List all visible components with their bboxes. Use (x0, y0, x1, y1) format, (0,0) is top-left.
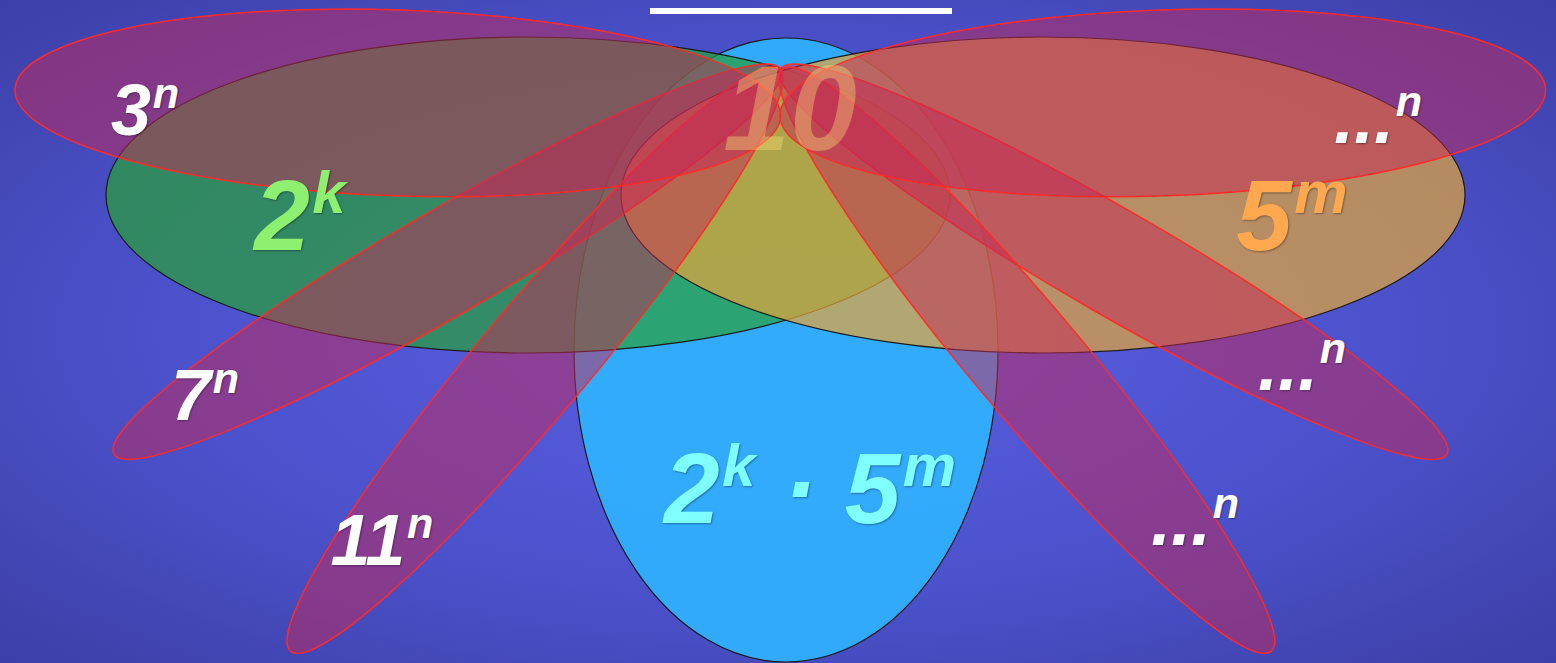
exponent: n (213, 357, 239, 400)
power-label: 3n (111, 74, 179, 146)
ellipse-outline (780, 9, 1546, 197)
power-label: ...n (1258, 329, 1346, 401)
base-number: ... (1258, 329, 1318, 401)
base-number: 3 (111, 74, 151, 146)
exponent: k (722, 436, 755, 496)
power-label: ...n (1334, 82, 1422, 154)
ellipse-shape (777, 0, 1549, 209)
base-number: 2 (254, 165, 310, 265)
ellipse-shape (12, 0, 784, 209)
base-number: 5 (1236, 165, 1292, 265)
set-ellipse: ...n (780, 9, 1546, 197)
exponent: n (1320, 327, 1346, 370)
base-number: ... (1151, 484, 1211, 556)
base-number: 2 (664, 438, 720, 538)
power-label: 7n (171, 359, 239, 431)
exponent: n (1213, 482, 1239, 525)
base-number: 7 (171, 359, 211, 431)
power-label: ...n (1151, 484, 1239, 556)
base-number: 11 (331, 504, 406, 576)
exponent: n (153, 72, 179, 115)
set-ellipse: 3n (15, 9, 781, 197)
base-number: · (783, 438, 816, 538)
power-label: 2k · 5m (664, 438, 956, 538)
exponent: m (903, 436, 956, 496)
power-label: 2k (254, 165, 345, 265)
fraction-bar-line (650, 8, 952, 14)
exponent: n (407, 502, 433, 545)
exponent: k (312, 163, 345, 223)
exponent: m (1294, 163, 1347, 223)
power-label: 11n (331, 504, 434, 576)
faded-number: 10 (723, 48, 856, 168)
base-number: 5 (845, 438, 901, 538)
base-number: ... (1334, 82, 1394, 154)
power-label: 5m (1236, 165, 1347, 265)
exponent: n (1396, 80, 1422, 123)
